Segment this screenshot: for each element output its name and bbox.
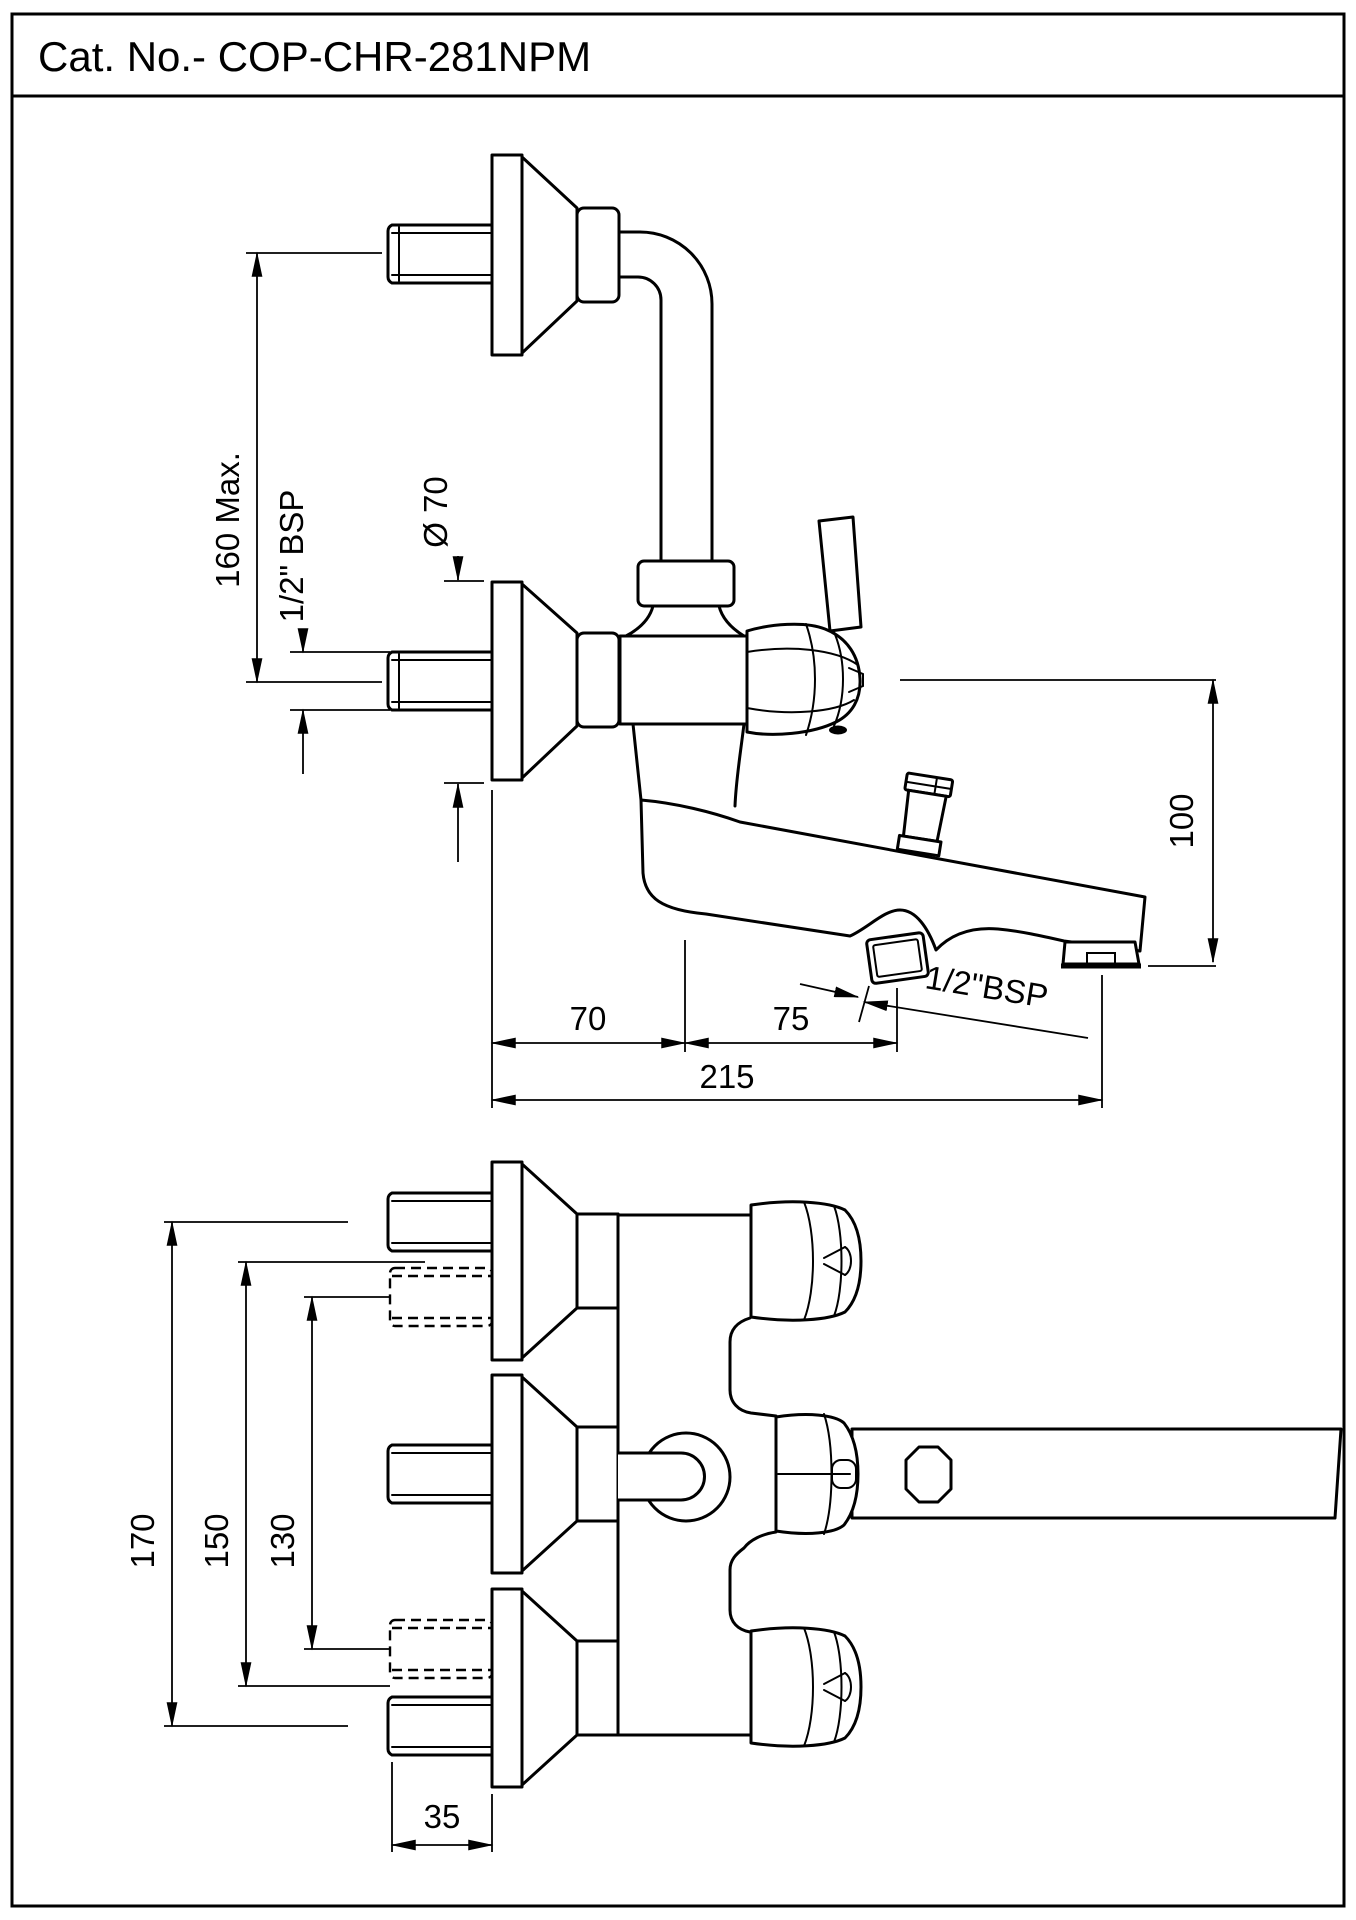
front-flange-middle: [490, 1373, 620, 1575]
elbow-front: [616, 1431, 732, 1523]
dim-label-35: 35: [424, 1798, 461, 1835]
dim-label-150: 150: [198, 1513, 235, 1568]
spout-aerator: [1061, 940, 1141, 969]
dim-half-bsp-inlet: 1/2" BSP: [273, 490, 390, 774]
dim-150: 150: [198, 1260, 425, 1688]
valve-body: [618, 634, 750, 726]
handle-knob-front-bottom: [749, 1626, 863, 1748]
dim-label-215: 215: [699, 1058, 754, 1095]
inlet-pipe-middle: [386, 1443, 494, 1505]
side-view: 160 Max. 1/2" BSP Ø 70 100: [209, 153, 1219, 1108]
dim-label-75: 75: [773, 1000, 810, 1037]
dim-label-flange-diameter: Ø 70: [417, 476, 454, 548]
dim-label-170: 170: [124, 1513, 161, 1568]
dim-label-100: 100: [1163, 793, 1200, 848]
dim-160-max: 160 Max.: [209, 251, 382, 684]
inlet-pipe-bottom: [386, 1695, 494, 1757]
handle-knob-front-top: [749, 1200, 863, 1322]
dim-flange-diameter: Ø 70: [417, 476, 484, 862]
pipe-nut: [636, 559, 736, 608]
diverter-knob: [895, 771, 955, 858]
lever-handle: [817, 515, 863, 633]
dim-label-70: 70: [570, 1000, 607, 1037]
spout-neck: [631, 722, 643, 802]
knob-screw: [829, 725, 847, 735]
dim-100: 100: [900, 678, 1219, 967]
dim-label-160-max: 160 Max.: [209, 452, 246, 588]
dim-35: 35: [390, 1762, 494, 1852]
lower-flange: [386, 580, 621, 782]
diverter-knob-front: [774, 1413, 860, 1535]
inlet-pipe-top: [386, 1191, 494, 1253]
front-flange-bottom: [490, 1587, 620, 1789]
hand-shower-outlet: [865, 931, 930, 985]
title-block: Cat. No.- COP-CHR-281NPM: [10, 12, 1346, 1908]
shower-elbow-pipe: [617, 230, 746, 638]
spout: [639, 798, 1147, 953]
dim-130: 130: [264, 1295, 390, 1651]
dim-70-75-215: 70 75 215: [490, 790, 1104, 1108]
spout-front: [850, 1427, 1343, 1520]
spout-hex-hole: [904, 1445, 953, 1504]
front-flange-top: [490, 1160, 620, 1362]
dim-label-130: 130: [264, 1513, 301, 1568]
page-border: [10, 12, 1346, 1908]
front-view: 170 150 130 35: [124, 1160, 1343, 1852]
handle-knob-side: [745, 622, 864, 736]
upper-flange: [386, 153, 621, 357]
dim-170: 170: [124, 1220, 348, 1728]
catalog-number: Cat. No.- COP-CHR-281NPM: [38, 33, 591, 80]
dim-label-half-bsp-inlet: 1/2" BSP: [273, 490, 310, 623]
